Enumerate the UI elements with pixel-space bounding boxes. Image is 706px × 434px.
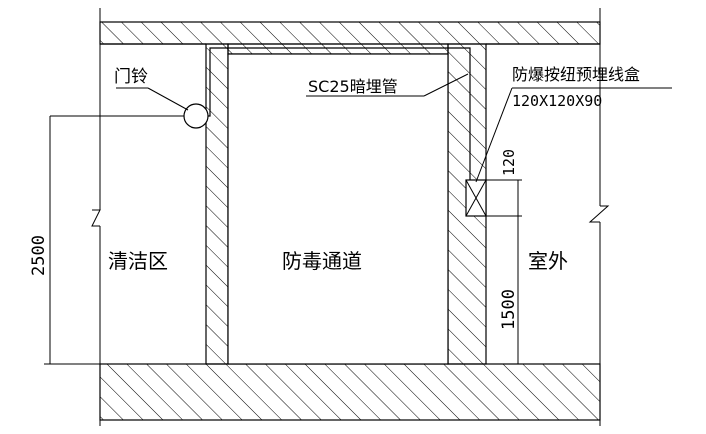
junction-box-leader-diag [475,87,513,183]
wall-left-partition [205,43,229,365]
conduit-label: SC25暗埋管 [308,77,398,96]
dimension-right [486,179,522,365]
door-bell-label: 门铃 [114,67,148,87]
room-corridor: 防毒通道 [282,249,362,273]
wall-bottom [99,363,601,421]
corridor-room [227,53,449,365]
junction-box-cross-2 [465,179,487,217]
door-bell-symbol [183,103,209,129]
room-clean-zone: 清洁区 [108,249,168,273]
conduit-line [206,47,471,180]
junction-box-size: 120X120X90 [512,92,602,110]
dimension-1500-text: 1500 [499,289,519,330]
dimension-2500 [44,115,200,365]
door-bell-leader-diag [147,87,189,111]
wall-top [99,21,601,45]
wall-corridor-lintel [227,43,449,55]
dimension-2500-text: 2500 [29,235,49,276]
conduit-leader-diag [423,73,469,97]
break-symbol-left [91,209,101,227]
dimension-120-text: 120 [500,149,518,176]
break-symbol-right [588,205,610,223]
room-outside: 室外 [528,249,568,273]
junction-box-label: 防爆按纽预埋线盒 [512,65,640,84]
